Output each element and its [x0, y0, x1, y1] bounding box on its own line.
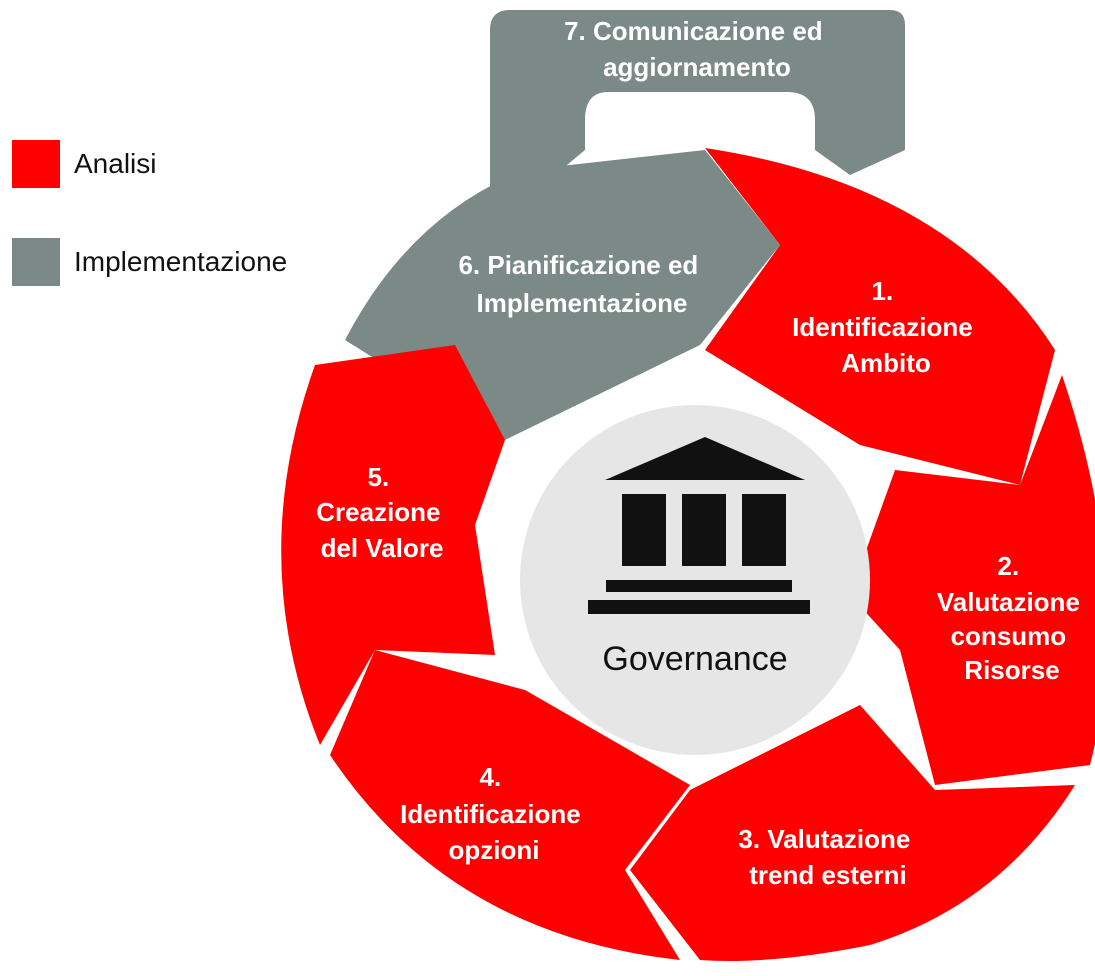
segment-5-line-1: 5. — [368, 462, 390, 492]
segment-5-label: 5. Creazione del Valore — [316, 462, 448, 563]
segment-2-label: 2. Valutazione consumo Risorse — [937, 551, 1087, 685]
segment-2-line-4: Risorse — [964, 655, 1059, 685]
legend: Analisi Implementazione — [12, 140, 287, 336]
segment-5-line-2: Creazione — [316, 497, 440, 527]
segment-7-line-2: aggiornamento — [603, 52, 791, 82]
segment-5-shape — [281, 345, 505, 745]
segment-2-shape — [850, 375, 1095, 785]
legend-item-analisi: Analisi — [12, 140, 287, 188]
government-building-icon — [588, 437, 810, 614]
segment-1-line-3: Ambito — [841, 348, 931, 378]
segment-3-shape — [630, 705, 1075, 961]
segment-6-label: 6. Pianificazione ed Implementazione — [458, 250, 705, 318]
segment-1-label: 1. Identificazione Ambito — [792, 276, 980, 378]
legend-swatch-analisi — [12, 140, 60, 188]
segment-7-shape — [490, 10, 905, 195]
segment-3-label: 3. Valutazione trend esterni — [738, 824, 917, 890]
legend-swatch-implementazione — [12, 238, 60, 286]
segment-6-line-2: Implementazione — [477, 288, 688, 318]
segment-7-line-1: 7. Comunicazione ed — [564, 16, 823, 46]
segment-4-line-2: Identificazione — [400, 799, 581, 829]
segment-3-line-2: trend esterni — [749, 860, 907, 890]
segment-2-line-3: consumo — [951, 621, 1067, 651]
segment-1-line-1: 1. — [872, 276, 894, 306]
segment-5-line-3: del Valore — [321, 533, 444, 563]
segment-6-line-1: 6. Pianificazione ed — [458, 250, 698, 280]
segment-7-label: 7. Comunicazione ed aggiornamento — [564, 16, 830, 82]
segment-4-line-3: opzioni — [449, 835, 540, 865]
legend-label-implementazione: Implementazione — [74, 246, 288, 277]
segment-4-line-1: 4. — [480, 762, 502, 792]
center-label: Governance — [602, 640, 787, 678]
segment-3-line-1: 3. Valutazione — [738, 824, 910, 854]
segment-1-shape — [705, 148, 1055, 485]
segment-4-shape — [330, 650, 690, 960]
segment-2-line-1: 2. — [998, 551, 1020, 581]
segment-1-line-2: Identificazione — [792, 312, 973, 342]
legend-label-analisi: Analisi — [74, 148, 157, 179]
legend-item-implementazione: Implementazione — [12, 238, 287, 286]
segment-2-line-2: Valutazione — [937, 587, 1080, 617]
segment-4-label: 4. Identificazione opzioni — [400, 762, 588, 865]
